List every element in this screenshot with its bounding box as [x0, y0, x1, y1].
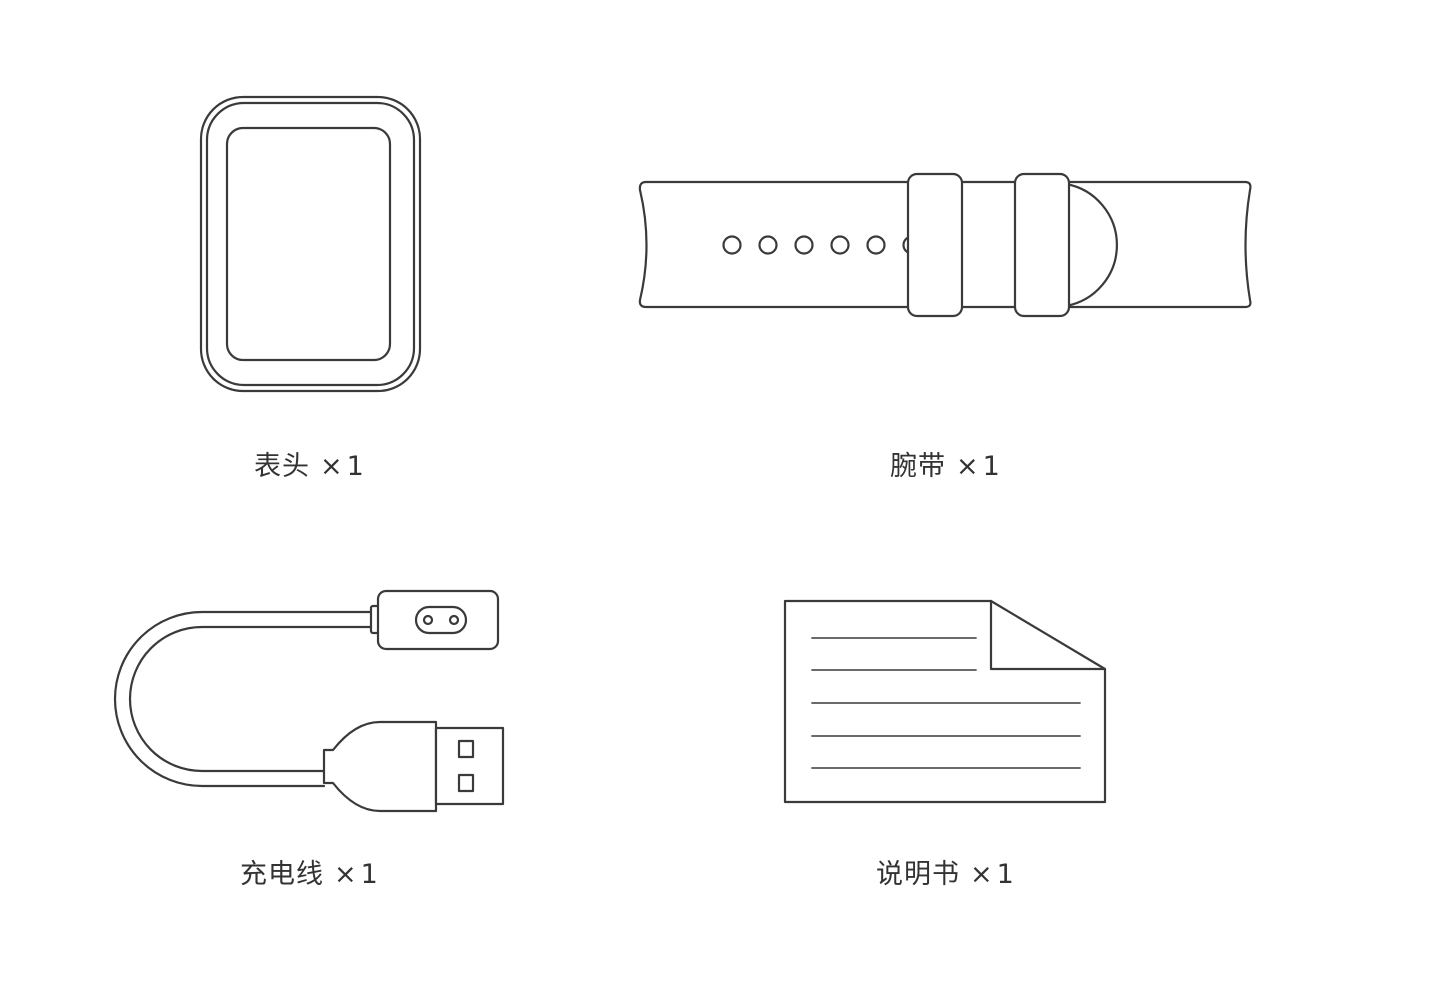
manual-icon: [783, 599, 1107, 804]
multiply-sign: ×: [956, 451, 979, 482]
charging-cable-label: 充电线 ×1: [240, 858, 378, 892]
watch-face-icon: [199, 95, 422, 393]
strap-keeper-left: [906, 172, 964, 318]
charging-cable-icon: [113, 589, 505, 813]
item-name: 表头: [254, 451, 310, 482]
strap-label: 腕带 ×1: [890, 450, 1000, 484]
multiply-sign: ×: [320, 451, 343, 482]
item-quantity: 1: [360, 859, 378, 890]
item-quantity: 1: [996, 859, 1014, 890]
item-name: 说明书: [876, 859, 960, 890]
item-name: 充电线: [240, 859, 324, 890]
item-quantity: 1: [346, 451, 364, 482]
watch-face-label: 表头 ×1: [254, 450, 364, 484]
item-name: 腕带: [890, 451, 946, 482]
strap-icon: [638, 172, 1252, 318]
multiply-sign: ×: [970, 859, 993, 890]
strap-keeper-right: [1013, 172, 1071, 318]
item-quantity: 1: [982, 451, 1000, 482]
manual-label: 说明书 ×1: [876, 858, 1014, 892]
multiply-sign: ×: [334, 859, 357, 890]
